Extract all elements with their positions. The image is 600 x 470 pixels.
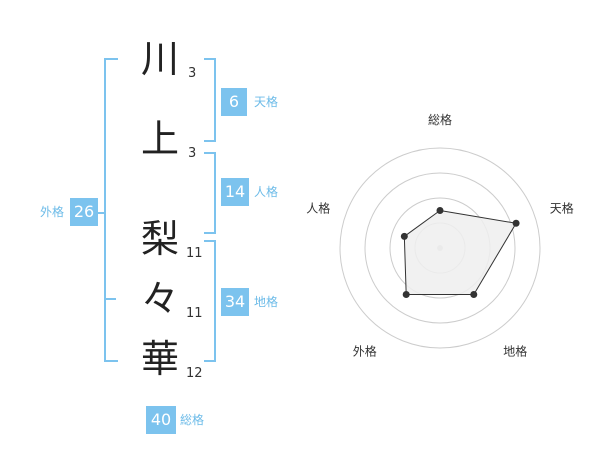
chikaku-label: 地格 [254,295,279,309]
name-char-5: 華 [140,337,179,381]
radar-point-1 [436,207,444,214]
name-char-5-strokes: 12 [186,366,203,381]
name-char-1-strokes: 3 [188,66,197,81]
name-char-4: 々 [140,277,179,321]
gaikaku-label: 外格 [40,205,65,219]
name-char-2-strokes: 3 [188,146,197,161]
name-char-1: 川 [140,37,179,81]
chikaku-bracket [204,240,216,362]
radar-point-4 [402,291,410,299]
radar-point-3 [470,291,478,299]
radar-ring-3 [364,172,516,324]
soukaku-label: 総格 [180,413,205,427]
name-char-2: 上 [140,117,179,161]
gaikaku-bracket-connector [96,212,104,214]
radar-value-area [403,209,517,296]
soukaku-value: 40 [146,406,176,434]
radar-axis-label-2: 天格 [550,200,574,215]
jinkaku-bracket [204,152,216,234]
tenkaku-bracket [204,58,216,142]
gaikaku-bracket [104,58,118,362]
radar-point-2 [512,219,520,227]
gaikaku-bracket-inner [104,298,116,300]
chikaku-value: 34 [221,288,249,316]
tenkaku-value: 6 [221,88,247,116]
name-char-4-strokes: 11 [186,306,203,321]
gaikaku-value: 26 [70,198,98,226]
tenkaku-label: 天格 [254,95,279,109]
name-char-3: 梨 [140,217,179,261]
jinkaku-value: 14 [221,178,249,206]
radar-axis-label-5: 人格 [306,200,330,215]
radar-point-5 [400,232,408,240]
radar-axis-label-4: 外格 [353,344,377,359]
radar-axis-label-1: 総格 [428,112,452,127]
name-char-3-strokes: 11 [186,246,203,261]
radar-axis-label-3: 地格 [503,344,527,359]
radar-ring-4 [339,147,541,349]
jinkaku-label: 人格 [254,185,279,199]
